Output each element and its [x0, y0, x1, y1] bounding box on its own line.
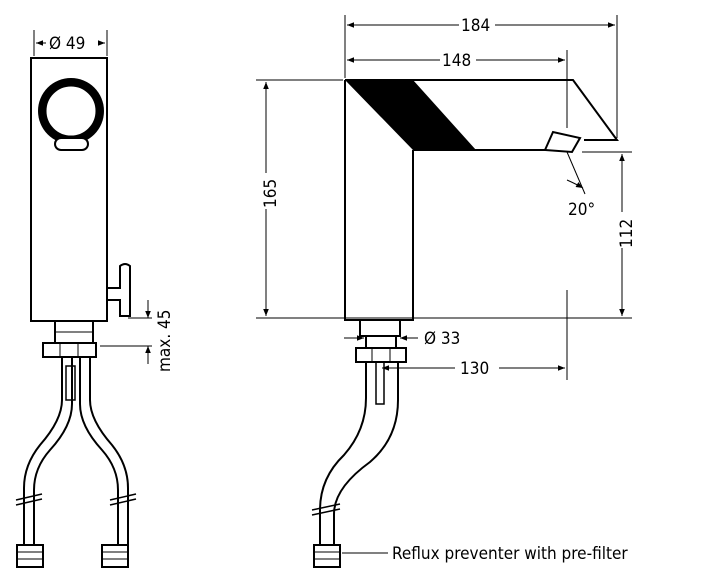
front-nozzle: [543, 130, 582, 154]
label-spout-height: 112: [617, 219, 637, 248]
label-spout-length: 148: [442, 51, 471, 71]
front-fitting: [313, 544, 341, 568]
label-reflux-preventer: Reflux preventer with pre-filter: [392, 544, 628, 564]
label-diameter-shank: Ø 33: [424, 329, 460, 349]
front-view: 184 148 165 112 20° Ø 33 130 Reflux prev: [256, 14, 637, 568]
label-diameter-body: Ø 49: [49, 34, 85, 54]
front-nut: [355, 347, 407, 363]
front-connector: [359, 319, 401, 337]
front-hose: [319, 362, 367, 545]
side-fitting-left: [16, 544, 44, 568]
sensor-slot: [54, 137, 89, 151]
side-hose-right: [79, 357, 119, 545]
label-max-height: max. 45: [155, 310, 175, 373]
side-fitting-right: [101, 544, 129, 568]
dim-arc-spout-angle: [566, 179, 584, 189]
label-overall-width: 184: [461, 16, 490, 36]
label-reach: 130: [460, 359, 489, 379]
side-view: Ø 49 max. 45: [15, 30, 175, 568]
side-lever: [107, 263, 131, 317]
sensor-ring-inner: [45, 85, 97, 137]
side-nut: [42, 342, 97, 358]
side-hose-left: [23, 357, 63, 545]
front-spout: [345, 79, 619, 141]
label-height: 165: [261, 179, 281, 208]
label-spout-angle: 20°: [568, 200, 595, 220]
front-dark-band: [345, 80, 476, 150]
